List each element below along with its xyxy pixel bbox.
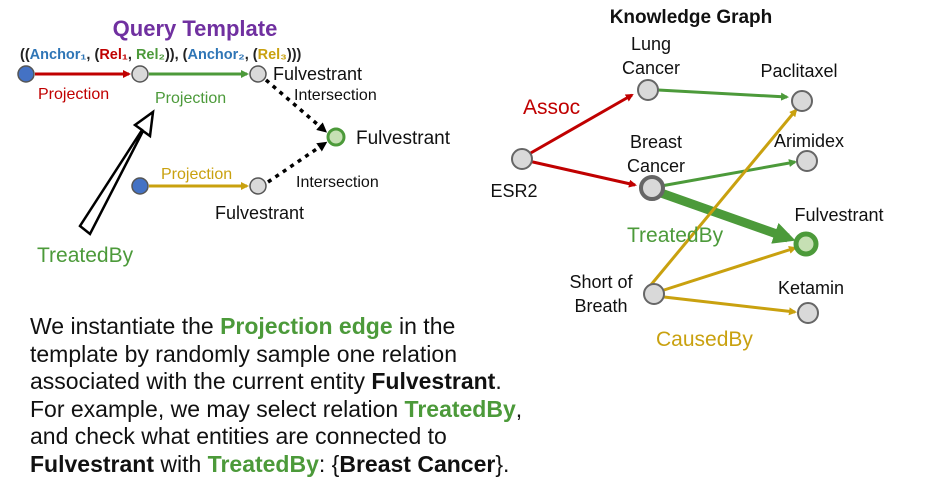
- formula-sep: ,: [128, 47, 136, 63]
- intersection-edge-bottom: [267, 141, 328, 184]
- fulvestrant-label-top: Fulvestrant: [273, 64, 362, 84]
- kg-edge-assoc-lung: [521, 93, 634, 160]
- formula-sep: , (: [245, 47, 258, 63]
- kg-label-lung-cancer-2: Cancer: [622, 58, 680, 78]
- kg-node-breast-cancer: [639, 175, 665, 201]
- kg-edge-sob-ketamin: [663, 295, 797, 316]
- explanation-line-1: We instantiate the Projection edge in th…: [30, 313, 630, 341]
- kg-node-ketamin: [797, 302, 819, 324]
- kg-edge-lung-paclitaxel: [657, 88, 789, 101]
- kg-label-short-of-breath-1: Short of: [569, 272, 633, 292]
- kg-node-fulvestrant: [793, 231, 819, 257]
- explanation-text: associated with the current entity: [30, 368, 372, 394]
- kg-edge-breast-fulvestrant: [659, 188, 796, 244]
- kg-edge-breast-arimidex: [660, 159, 797, 188]
- intersection-label-bottom: Intersection: [296, 174, 379, 191]
- explanation-line-6: Fulvestrant with TreatedBy: {Breast Canc…: [30, 451, 630, 479]
- explanation-text: template by randomly sample one relation: [30, 340, 458, 367]
- kg-label-breast-cancer-2: Cancer: [627, 156, 685, 176]
- query-template-title: Query Template: [113, 16, 278, 41]
- explanation-highlight-treatedby: TreatedBy: [207, 450, 319, 477]
- formula-sep: )), (: [165, 47, 188, 63]
- explanation-text: .: [495, 368, 502, 394]
- kg-label-paclitaxel: Paclitaxel: [760, 61, 837, 81]
- intersection-label-top: Intersection: [294, 87, 377, 104]
- explanation-highlight-projection: Projection edge: [220, 313, 393, 339]
- kg-node-arimidex: [796, 150, 818, 172]
- explanation-text: ,: [515, 395, 523, 422]
- fulvestrant-label-bottom: Fulvestrant: [215, 203, 304, 223]
- explanation-bold-fulvestrant: Fulvestrant: [30, 450, 154, 477]
- explanation-text: and check what entities are connected to: [30, 423, 447, 449]
- kg-label-breast-cancer-1: Breast: [630, 132, 682, 152]
- treatedby-label: TreatedBy: [37, 244, 134, 267]
- kg-label-lung-cancer-1: Lung: [631, 34, 671, 54]
- explanation-line-3: associated with the current entity Fulve…: [30, 368, 630, 396]
- intersection-edge-top: [264, 78, 328, 133]
- knowledge-graph-title: Knowledge Graph: [610, 7, 773, 28]
- projection-label-yellow: Projection: [161, 166, 232, 183]
- kg-edge-sob-fulvestrant: [663, 246, 797, 292]
- formula-anchor2: Anchor₂: [188, 47, 245, 63]
- kg-node-lung-cancer: [637, 79, 659, 101]
- explanation-bold-fulvestrant: Fulvestrant: [371, 368, 496, 394]
- formula-paren: ))): [287, 47, 302, 63]
- formula-rel1: Rel₁: [99, 47, 128, 63]
- formula-sep: , (: [86, 47, 99, 63]
- formula-paren: ((: [20, 47, 30, 63]
- kg-node-esr2: [511, 148, 533, 170]
- anchor1-node: [17, 65, 35, 83]
- explanation-line-5: and check what entities are connected to: [30, 423, 630, 451]
- explanation-text: For example, we may select relation: [30, 395, 405, 422]
- kg-relation-assoc: Assoc: [523, 96, 580, 119]
- variable-node-1: [131, 65, 149, 83]
- explanation-bold-breast-cancer: Breast Cancer: [339, 450, 496, 477]
- projection-label-red: Projection: [38, 86, 109, 103]
- kg-relation-causedby: CausedBy: [656, 328, 753, 351]
- explanation-line-4: For example, we may select relation Trea…: [30, 396, 630, 424]
- kg-label-arimidex: Arimidex: [774, 131, 844, 151]
- anchor2-node: [131, 177, 149, 195]
- fulvestrant-label-target: Fulvestrant: [356, 128, 451, 149]
- kg-label-ketamin: Ketamin: [778, 278, 844, 298]
- explanation-text: in the: [392, 313, 456, 339]
- explanation-text: }.: [495, 450, 510, 477]
- target-node: [326, 127, 346, 147]
- formula-rel3: Rel₃: [258, 47, 287, 63]
- formula-rel2: Rel₂: [136, 47, 165, 63]
- query-formula: ((Anchor₁, (Rel₁, Rel₂)), (Anchor₂, (Rel…: [20, 47, 302, 63]
- kg-node-short-of-breath: [643, 283, 665, 305]
- kg-node-paclitaxel: [791, 90, 813, 112]
- kg-label-esr2: ESR2: [490, 181, 537, 201]
- explanation-text: We instantiate the: [30, 313, 221, 339]
- explanation-paragraph: We instantiate the Projection edge in th…: [30, 313, 630, 478]
- explanation-text: with: [153, 450, 208, 477]
- explanation-text: : {: [318, 450, 340, 477]
- kg-relation-treatedby: TreatedBy: [627, 224, 724, 247]
- kg-edge-assoc-breast: [523, 158, 637, 188]
- treatedby-pointer-arrow: [78, 109, 155, 236]
- formula-anchor1: Anchor₁: [30, 47, 87, 63]
- kg-edge-sob-paclitaxel: [648, 108, 798, 287]
- kg-label-fulvestrant: Fulvestrant: [794, 205, 883, 225]
- variable-node-3: [249, 177, 267, 195]
- kg-label-short-of-breath-2: Breath: [574, 296, 627, 316]
- variable-node-2: [249, 65, 267, 83]
- projection-label-green: Projection: [155, 90, 226, 107]
- explanation-line-2: template by randomly sample one relation: [30, 341, 630, 369]
- explanation-highlight-treatedby: TreatedBy: [404, 395, 516, 422]
